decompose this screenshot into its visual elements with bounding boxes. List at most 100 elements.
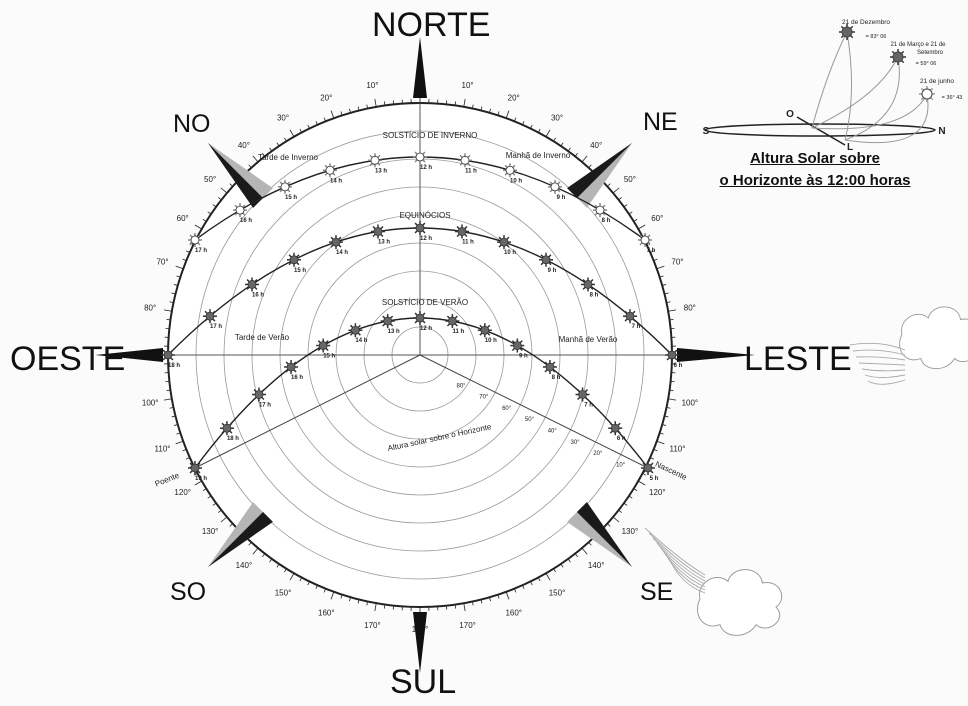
north-label: NORTE (372, 8, 490, 42)
azimuth-label-east: 80° (684, 303, 696, 312)
summer-hour-label: 16 h (291, 375, 303, 381)
azimuth-label-east: 10° (462, 81, 474, 90)
east-wind-line (868, 380, 905, 384)
west-label: OESTE (10, 342, 125, 376)
east-wind-line (850, 343, 905, 350)
inset-dec-angle: = 83° 06 (866, 34, 887, 40)
azimuth-tick (375, 603, 376, 611)
sun-disc (164, 351, 172, 359)
equinox-hour-label: 14 h (336, 250, 348, 256)
winter-hour-label: 15 h (285, 195, 297, 201)
sun-disc (448, 317, 456, 325)
sun-marker (245, 277, 259, 291)
azimuth-tick (670, 390, 674, 391)
azimuth-tick (221, 517, 227, 522)
azimuth-label-east: 60° (651, 214, 663, 223)
winter-solstice-label: SOLSTÍCIO DE INVERNO (383, 131, 478, 140)
equinox-hour-label: 17 h (210, 324, 222, 330)
azimuth-label-west: 110° (155, 445, 171, 454)
azimuth-label-east: 30° (551, 114, 563, 123)
sun-disc (191, 464, 199, 472)
east-label: LESTE (744, 342, 852, 376)
azimuth-tick (164, 310, 172, 311)
winter-morning-label: Manhã de Inverno (506, 151, 571, 160)
sun-disc (319, 342, 327, 350)
sun-disc (223, 424, 231, 432)
sun-disc (374, 228, 382, 236)
azimuth-tick (464, 603, 465, 611)
southeast-cloud (697, 570, 781, 636)
east-wind-line (865, 375, 905, 378)
sun-marker (455, 225, 469, 239)
sun-disc (584, 280, 592, 288)
summer-afternoon-label: Tarde de Verão (235, 333, 290, 342)
equinox-hour-label: 15 h (294, 268, 306, 274)
altitude-tick-label: 60° (502, 406, 512, 412)
azimuth-tick (208, 212, 211, 214)
azimuth-tick (506, 592, 509, 600)
sun-disc (416, 224, 424, 232)
inset-jun-angle: = 36° 43 (942, 95, 963, 101)
sun-marker (348, 323, 362, 337)
azimuth-label-east: 170° (459, 621, 476, 630)
azimuth-tick (607, 524, 610, 527)
summer-hour-label: 18 h (227, 436, 239, 442)
inset-n-label: N (938, 126, 945, 137)
northeast-label: NE (643, 110, 678, 135)
altitude-tick-label: 40° (548, 429, 558, 435)
azimuth-tick (290, 573, 294, 580)
sun-disc (371, 156, 379, 164)
summer-hour-label: 5 h (650, 476, 659, 482)
summer-hour-label: 14 h (355, 338, 367, 344)
sun-marker (543, 360, 557, 374)
sun-marker (233, 203, 247, 217)
cloud-shape (697, 570, 781, 636)
azimuth-tick (582, 156, 587, 162)
azimuth-tick (176, 441, 184, 444)
azimuth-tick (619, 197, 622, 199)
azimuth-tick (629, 212, 632, 214)
sun-disc (551, 183, 559, 191)
sun-marker (638, 233, 652, 247)
azimuth-tick (561, 143, 563, 146)
azimuth-tick (575, 554, 577, 557)
equinox-hour-label: 6 h (674, 363, 683, 369)
inset-s-label: S (703, 126, 710, 137)
winter-hour-label: 17 h (195, 248, 207, 254)
sun-marker (478, 323, 492, 337)
azimuth-tick (657, 266, 665, 269)
sun-disc (384, 317, 392, 325)
inset-arc-mar (812, 57, 898, 128)
azimuth-label-west: 10° (366, 81, 378, 90)
azimuth-label-west: 140° (236, 561, 253, 570)
sun-marker (413, 221, 427, 235)
azimuth-tick (208, 496, 211, 498)
azimuth-tick (506, 111, 509, 119)
sun-disc (542, 256, 550, 264)
azimuth-tick (221, 188, 227, 193)
azimuth-label-west: 80° (144, 303, 156, 312)
sun-disc (351, 326, 359, 334)
equinox-hour-label: 18 h (168, 363, 180, 369)
inset-east-west-axis (797, 117, 845, 145)
azimuth-tick (176, 266, 184, 269)
sun-disc (546, 363, 554, 371)
azimuth-label-west: 120° (174, 488, 191, 497)
inset-title-line2: o Horizonte às 12:00 horas (695, 170, 935, 192)
sun-disc (506, 166, 514, 174)
sun-marker (458, 153, 472, 167)
sunrise-label: Nascente (654, 460, 689, 483)
sun-disc (611, 424, 619, 432)
cloud-shape (900, 307, 968, 369)
inset-o-label: O (786, 109, 794, 120)
southwest-label: SO (170, 580, 206, 605)
azimuth-tick (166, 390, 170, 391)
azimuth-label-east: 40° (590, 141, 602, 150)
azimuth-tick (195, 225, 202, 229)
summer-hour-label: 6 h (617, 436, 626, 442)
sun-disc (281, 183, 289, 191)
azimuth-tick (575, 153, 577, 156)
azimuth-label-west: 40° (238, 141, 250, 150)
sun-marker (188, 461, 202, 475)
